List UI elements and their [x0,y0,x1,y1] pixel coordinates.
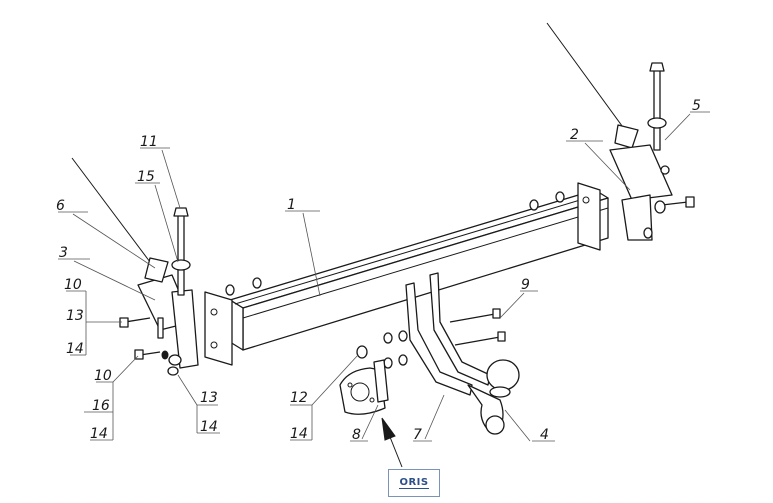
bar-nuts [225,191,565,296]
label-16: 16 [92,398,110,414]
label-10b: 10 [94,368,112,384]
left-bracket-part-3 [71,157,199,376]
label-15: 15 [137,169,155,185]
oris-logo: ORIS [388,469,440,497]
label-13a: 13 [66,308,84,324]
label-14b: 14 [200,419,218,435]
leader-lines [58,111,710,442]
hitch-bracket-part-7 [383,272,506,396]
label-14c: 14 [290,426,308,442]
label-1: 1 [287,197,296,213]
crossbar-part-1 [204,182,609,366]
label-14a: 14 [66,341,84,357]
label-3: 3 [59,245,68,261]
right-bracket-part-2 [546,22,695,241]
label-6: 6 [56,198,65,214]
tow-ball-part-4 [467,359,520,435]
part-labels: 1 2 3 4 5 6 7 8 9 10 10 11 12 13 13 14 1… [56,98,701,443]
label-14d: 14 [90,426,108,442]
label-4: 4 [540,427,549,443]
label-10a: 10 [64,277,82,293]
label-7: 7 [413,427,422,443]
label-13b: 13 [200,390,218,406]
socket-plate-part-8 [339,345,389,415]
logo-text: ORIS [399,477,429,489]
label-12: 12 [290,390,308,406]
label-2: 2 [570,127,579,143]
label-11: 11 [140,134,158,150]
label-8: 8 [352,427,361,443]
label-5: 5 [692,98,701,114]
label-9: 9 [521,277,530,293]
direction-arrow [381,417,403,468]
